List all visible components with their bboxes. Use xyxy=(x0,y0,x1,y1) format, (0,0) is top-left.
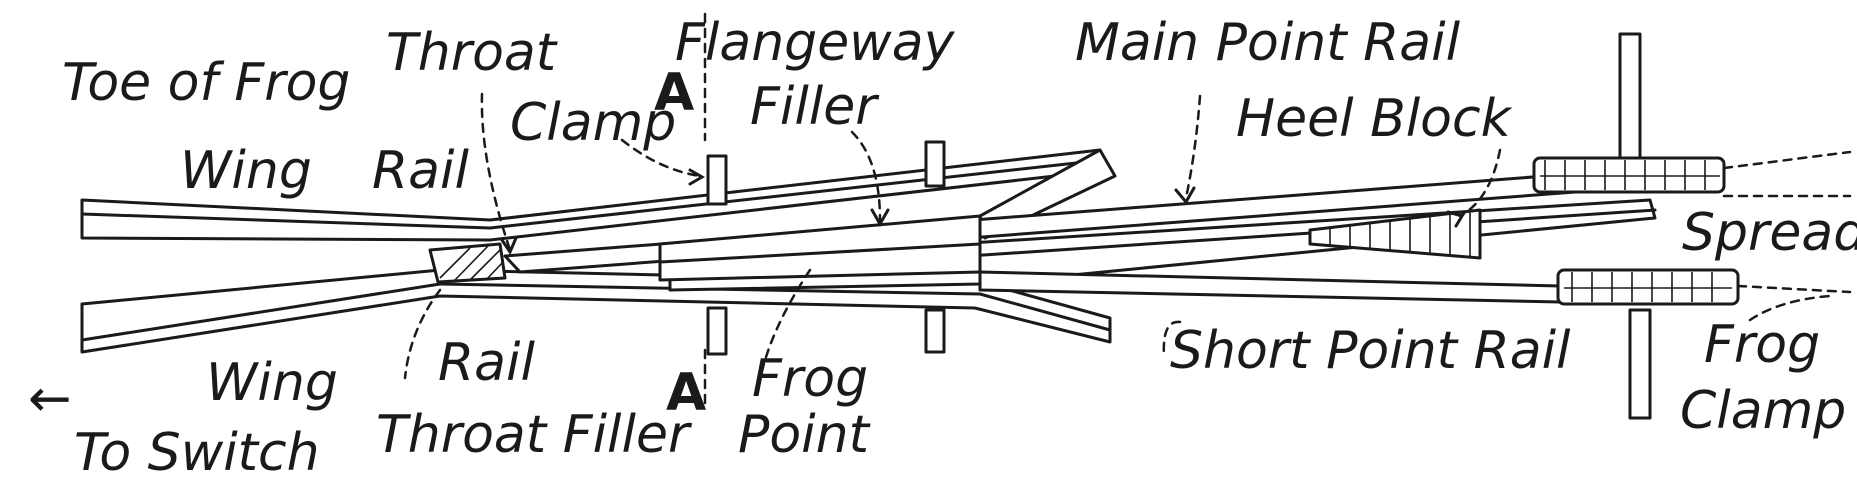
label-heel-block: Heel Block xyxy=(1236,89,1513,149)
label-wing-bottom: Wing xyxy=(206,353,338,413)
label-throat: Throat xyxy=(386,23,558,83)
label-short-point-rail: Short Point Rail xyxy=(1170,321,1571,381)
label-marker-a-bottom: A xyxy=(666,363,706,423)
filler-bolt-bottom xyxy=(924,308,946,354)
clamp-bolt-bottom xyxy=(706,306,728,356)
heel-block-shape xyxy=(1308,208,1482,260)
label-wing-top: Wing xyxy=(180,141,312,201)
to-switch-arrow: ← xyxy=(28,369,72,429)
lower-point-rail xyxy=(978,270,1562,304)
label-throat-filler: Throat Filler xyxy=(376,405,693,465)
label-marker-a-top: A xyxy=(654,63,694,123)
leader-lines xyxy=(403,12,1832,412)
frog-clamp-lower xyxy=(1556,268,1740,306)
throat-filler-block xyxy=(428,242,507,284)
filler-bolt-top xyxy=(924,140,946,188)
label-to-switch: To Switch xyxy=(74,423,320,483)
spread-line-bot xyxy=(1736,284,1852,294)
frog-clamp-bar-top xyxy=(1618,32,1642,166)
label-main-point-rail: Main Point Rail xyxy=(1075,13,1461,73)
label-rail-bottom: Rail xyxy=(438,333,535,393)
label-flangeway: Flangeway xyxy=(675,13,956,73)
label-toe-of-frog: Toe of Frog xyxy=(62,53,350,113)
label-frog: Frog xyxy=(752,349,868,409)
label-frog-clamp-2: Clamp xyxy=(1680,381,1846,441)
label-spread: Spread xyxy=(1682,203,1857,263)
labels: Toe of Frog Throat Flangeway Filler Main… xyxy=(28,13,1857,483)
clamp-bolt-top xyxy=(706,154,728,206)
frog-clamp-upper xyxy=(1532,156,1726,194)
label-filler: Filler xyxy=(750,77,880,137)
flangeway-filler-block xyxy=(658,214,982,282)
label-point: Point xyxy=(738,405,871,465)
frog-structure xyxy=(80,32,1852,420)
frog-clamp-bar-bottom xyxy=(1628,308,1652,420)
label-frog-clamp-1: Frog xyxy=(1704,315,1820,375)
spread-line-top xyxy=(1722,150,1852,170)
label-rail-top: Rail xyxy=(372,141,469,201)
label-clamp: Clamp xyxy=(510,93,676,153)
